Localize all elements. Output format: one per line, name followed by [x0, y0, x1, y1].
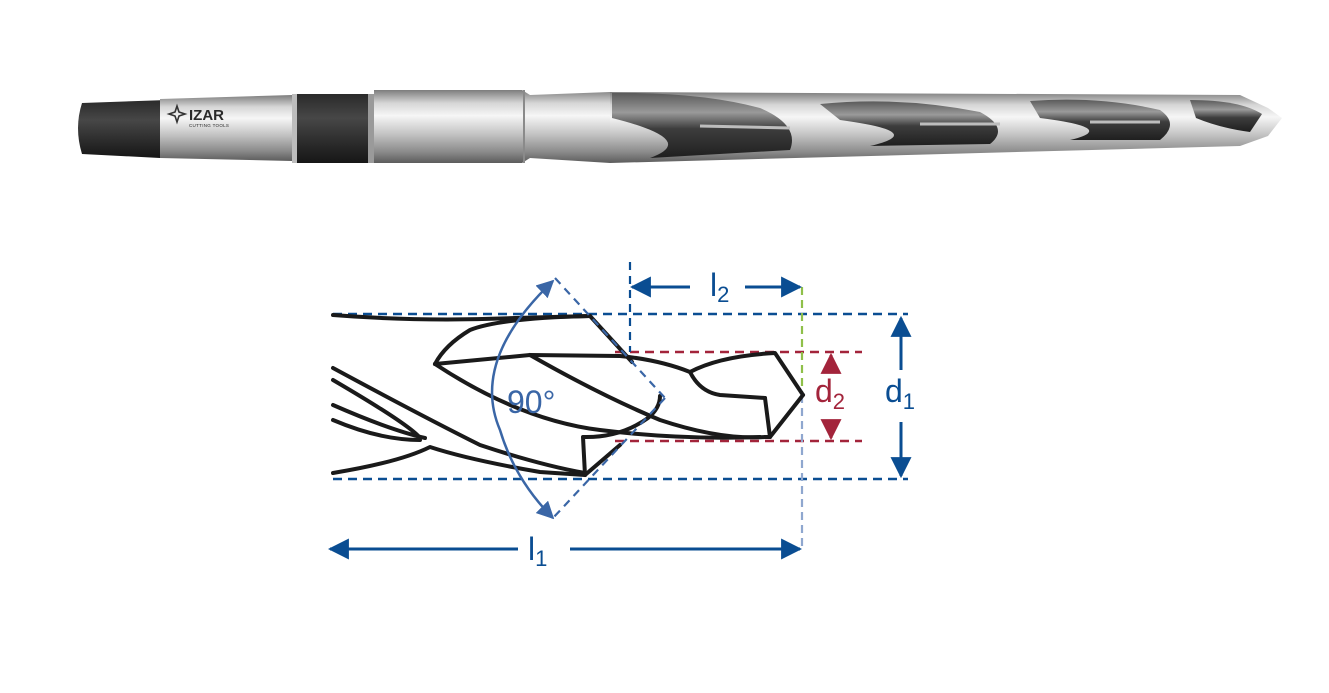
drill-taper-shank	[160, 95, 292, 161]
d1-sub: 1	[903, 389, 915, 414]
brand-tagline: CUTTING TOOLS	[189, 123, 229, 128]
d1-main: d	[885, 373, 903, 409]
l2-main: l	[710, 267, 717, 303]
d2-label: d2	[815, 373, 845, 414]
drill-tang	[78, 100, 168, 158]
brand-logo: IZAR CUTTING TOOLS	[166, 103, 229, 128]
angle-label: 90°	[507, 384, 555, 420]
brand-name: IZAR	[189, 107, 224, 124]
brand-star-icon	[166, 103, 188, 125]
drill-body	[374, 90, 610, 163]
angle-arc	[490, 279, 555, 520]
d1-label: d1	[885, 373, 915, 414]
l1-label: l1	[528, 531, 547, 571]
d2-sub: 2	[833, 389, 845, 414]
l2-label: l2	[710, 267, 729, 307]
drill-outline	[331, 313, 805, 477]
drill-collar-dark	[292, 94, 374, 163]
l1-sub: 1	[535, 546, 547, 571]
drill-tip-diagram: 90° l2 l1 d2 d1	[327, 262, 915, 571]
l1-main: l	[528, 531, 535, 567]
drill-photo: IZAR CUTTING TOOLS	[78, 90, 1282, 163]
l2-sub: 2	[717, 282, 729, 307]
d2-main: d	[815, 373, 833, 409]
